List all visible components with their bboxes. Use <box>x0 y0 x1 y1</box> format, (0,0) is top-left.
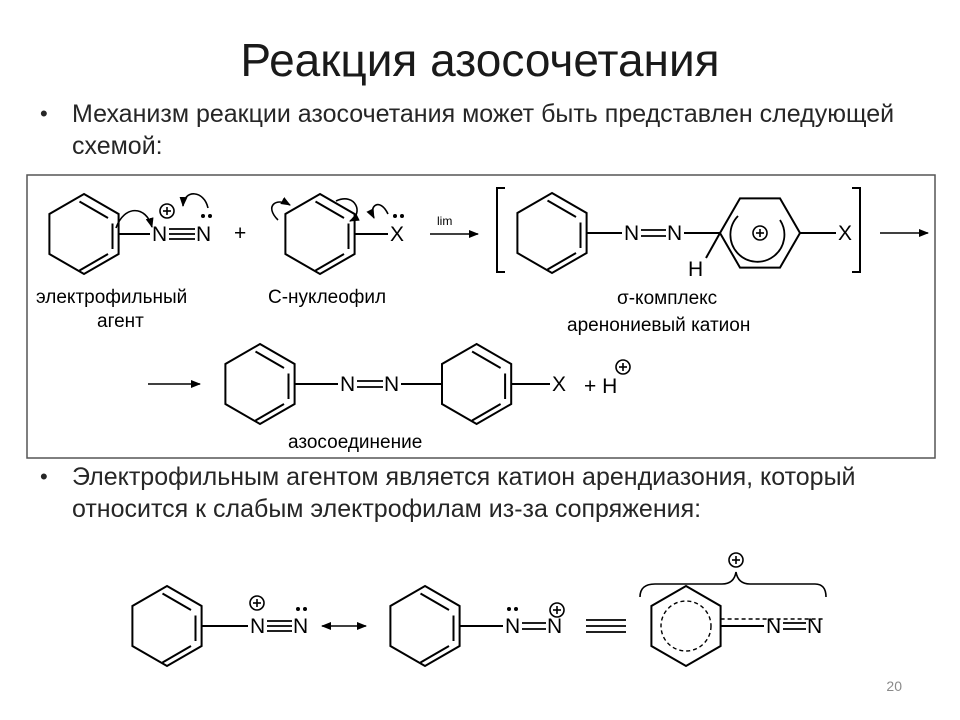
delocalization-brace <box>639 571 827 598</box>
atom-n-1: N <box>152 223 167 246</box>
page-number: 20 <box>886 678 902 694</box>
plus-sign: + <box>234 222 246 245</box>
bullet-text-electrophile: Электрофильным агентом является катион а… <box>72 463 856 523</box>
substituent-x: X <box>838 222 852 245</box>
positive-charge-icon <box>249 595 265 611</box>
atom-n-7: N <box>250 615 265 638</box>
curved-arrow-icon <box>179 193 209 209</box>
equivalence-sign <box>586 619 626 633</box>
bracket-left <box>496 187 505 273</box>
scheme-frame <box>26 174 936 459</box>
atom-h: H <box>688 258 703 281</box>
sigma-complex-label: σ-комплекс <box>617 288 717 309</box>
delocalized-ring <box>650 584 722 668</box>
benzene-ring-electrophile <box>48 193 120 275</box>
benzene-ring-sigma-left <box>516 192 588 274</box>
atom-n-10: N <box>547 615 562 638</box>
proton-label: + H <box>584 375 617 398</box>
electrophile-label-2: агент <box>97 311 144 332</box>
bullet-dot: • <box>40 464 48 489</box>
atom-n-9: N <box>505 615 520 638</box>
benzene-ring-resonance-1 <box>131 585 203 667</box>
substituent-x: X <box>390 223 404 246</box>
positive-charge-icon <box>752 225 768 241</box>
positive-charge-icon <box>159 203 175 219</box>
arrow-condition: lim <box>437 214 452 228</box>
curved-arrow-icon <box>335 198 360 222</box>
benzene-ring-resonance-2 <box>389 585 461 667</box>
bullet-dot: • <box>40 101 48 126</box>
atom-n-6: N <box>384 373 399 396</box>
benzene-ring-nucleophile <box>284 193 356 275</box>
atom-n-8: N <box>293 615 308 638</box>
atom-n-3: N <box>624 222 639 245</box>
product-label: азосоединение <box>288 432 422 453</box>
bracket-right <box>852 187 861 273</box>
curved-arrow-icon <box>271 197 291 221</box>
substituent-x: X <box>552 373 566 396</box>
curved-arrow-icon <box>115 209 154 229</box>
atom-n-11: N <box>766 615 781 638</box>
atom-n-2: N <box>196 223 211 246</box>
electrophile-label: электрофильный <box>36 287 187 308</box>
slide-title: Реакция азосочетания <box>240 34 720 86</box>
bullet-text-mechanism: Механизм реакции азосочетания может быть… <box>72 100 895 160</box>
positive-charge-icon <box>728 552 744 568</box>
atom-n-4: N <box>667 222 682 245</box>
atom-n-5: N <box>340 373 355 396</box>
benzene-ring-product-right <box>441 343 513 425</box>
arenonium-label: аренониевый катион <box>567 315 750 336</box>
atom-n-12: N <box>807 615 822 638</box>
positive-charge-icon <box>615 359 631 375</box>
nucleophile-label: С-нуклеофил <box>268 287 386 308</box>
benzene-ring-product-left <box>224 343 296 425</box>
curved-arrow-icon <box>366 203 389 219</box>
